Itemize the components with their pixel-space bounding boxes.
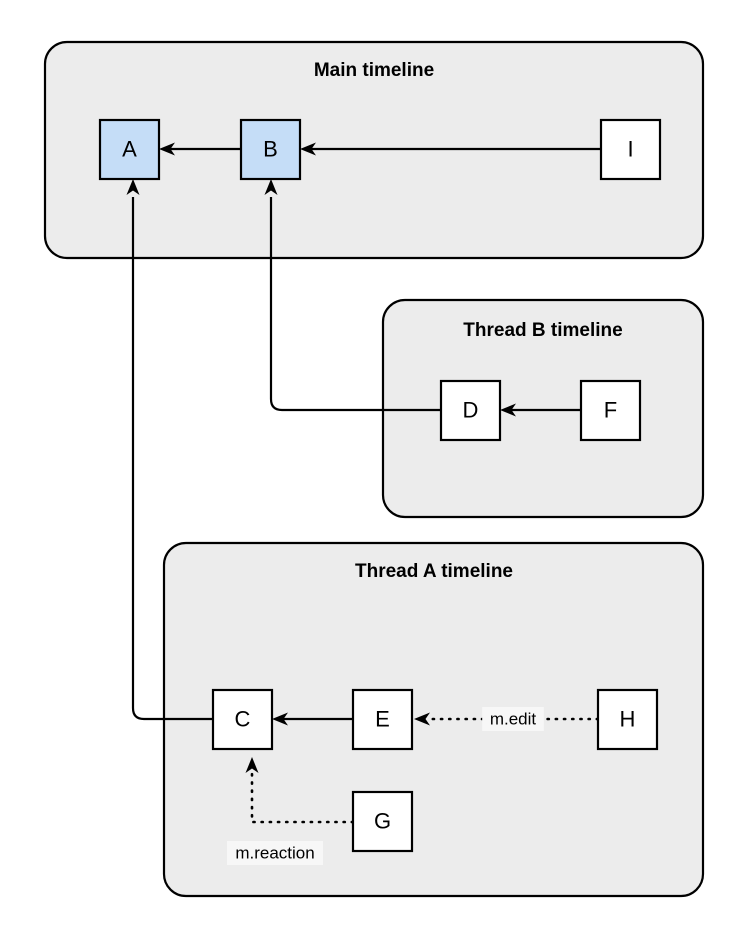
node-box-G[interactable] xyxy=(351,790,414,853)
event-node-C[interactable]: C xyxy=(211,688,274,751)
node-label-F: F xyxy=(604,397,617,422)
group-title-thread-b: Thread B timeline xyxy=(463,320,622,341)
node-label-I: I xyxy=(627,136,633,161)
edge-I-to-B xyxy=(300,142,601,156)
arrow-head-H-to-E xyxy=(414,712,430,726)
event-nodes-layer: A B I D F C E H G xyxy=(98,118,662,853)
node-label-H: H xyxy=(620,706,636,731)
group-boundary-thread-b xyxy=(381,298,705,519)
edge-line-C-to-A xyxy=(131,197,213,721)
edge-line-D-to-B xyxy=(269,197,441,412)
node-label-G: G xyxy=(374,808,391,833)
edge-label-background-G-to-C xyxy=(227,841,323,865)
arrow-head-G-to-C xyxy=(245,757,259,773)
arrow-head-I-to-B xyxy=(300,142,316,156)
node-box-A[interactable] xyxy=(98,118,161,181)
edge-label-group-H-to-E: m.edit xyxy=(482,707,544,731)
node-box-H[interactable] xyxy=(596,688,659,751)
edge-D-to-B xyxy=(264,179,441,412)
edge-F-to-D xyxy=(500,403,581,417)
node-label-A: A xyxy=(122,136,137,161)
edge-label-G-to-C: m.reaction xyxy=(235,843,314,862)
node-label-C: C xyxy=(235,706,251,731)
event-node-H[interactable]: H xyxy=(596,688,659,751)
event-node-F[interactable]: F xyxy=(579,379,642,442)
event-node-A[interactable]: A xyxy=(98,118,161,181)
arrow-head-F-to-D xyxy=(500,403,516,417)
arrow-head-D-to-B xyxy=(264,179,278,195)
node-label-E: E xyxy=(375,706,390,731)
node-box-I[interactable] xyxy=(599,118,662,181)
event-node-E[interactable]: E xyxy=(351,688,414,751)
edge-C-to-A xyxy=(126,179,213,721)
event-node-D[interactable]: D xyxy=(439,379,502,442)
event-node-I[interactable]: I xyxy=(599,118,662,181)
node-label-D: D xyxy=(463,397,479,422)
arrow-head-C-to-A xyxy=(126,179,140,195)
node-box-B[interactable] xyxy=(239,118,302,181)
node-box-D[interactable] xyxy=(439,379,502,442)
edge-line-G-to-C xyxy=(250,770,355,824)
edge-B-to-A xyxy=(159,142,241,156)
node-label-B: B xyxy=(263,136,278,161)
group-title-main: Main timeline xyxy=(314,60,434,81)
event-node-B[interactable]: B xyxy=(239,118,302,181)
timeline-group-thread-b: Thread B timeline xyxy=(381,298,705,519)
node-box-E[interactable] xyxy=(351,688,414,751)
edge-label-H-to-E: m.edit xyxy=(490,709,537,728)
event-node-G[interactable]: G xyxy=(351,790,414,853)
edge-labels-layer: m.edit m.reaction xyxy=(227,707,544,865)
edge-G-to-C xyxy=(245,757,355,824)
edge-E-to-C xyxy=(272,712,353,726)
edge-label-group-G-to-C: m.reaction xyxy=(227,841,323,865)
group-title-thread-a: Thread A timeline xyxy=(355,561,513,582)
arrow-head-E-to-C xyxy=(272,712,288,726)
node-box-C[interactable] xyxy=(211,688,274,751)
node-box-F[interactable] xyxy=(579,379,642,442)
edge-label-background-H-to-E xyxy=(482,707,544,731)
arrow-head-B-to-A xyxy=(159,142,175,156)
